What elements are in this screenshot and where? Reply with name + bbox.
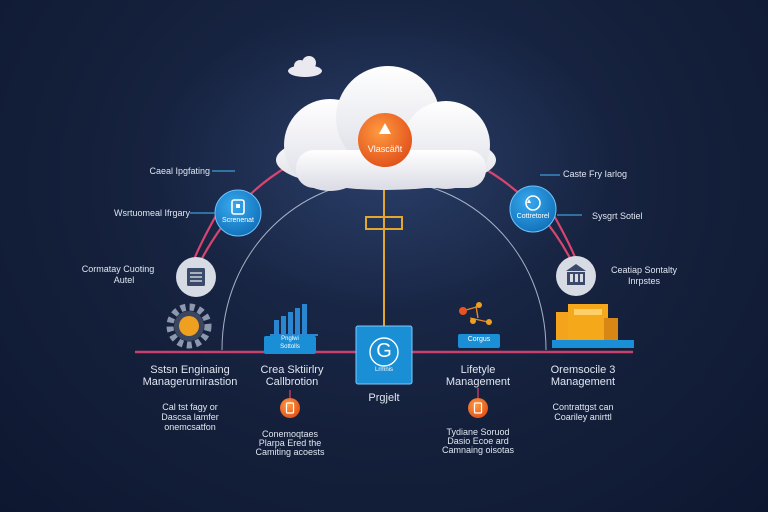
module-4-badge-label: Corgus	[467, 336, 491, 343]
bar-chart-icon[interactable]	[270, 304, 318, 336]
module-2-desc-3: Camiting acoests	[255, 447, 325, 457]
module-4-step-glyph	[473, 402, 483, 414]
small-cloud	[288, 56, 322, 77]
module-4-desc-2: Dasio Ecoe ard	[447, 436, 509, 446]
module-3-title: Prgjelt	[368, 392, 400, 404]
warning-triangle-icon	[379, 123, 391, 134]
right-blue-node[interactable]	[509, 185, 557, 233]
step-badge-icon	[468, 398, 488, 418]
cloud-core-badge	[358, 113, 412, 167]
connector-box	[365, 216, 403, 230]
g-logo-tile[interactable]	[355, 325, 413, 385]
right-low-label-2: Inrpstes	[627, 276, 661, 286]
module-2-badge-line-1: Pnglwi	[281, 336, 299, 342]
g-logo-icon	[369, 337, 399, 367]
left-node-badge: Screnenat	[222, 217, 254, 224]
right-top-label: Caste Fry Iarlog	[563, 169, 628, 179]
bank-icon	[566, 264, 586, 285]
gear-icon[interactable]	[166, 303, 212, 349]
module-1-title-1: Sstsn Enginaing	[150, 364, 230, 376]
module-5-desc-1: Contrattgst can	[552, 402, 614, 412]
module-4-desc-1: Tydiane Soruod	[446, 427, 510, 437]
module-5-title-1: Oremsocile 3	[550, 364, 616, 376]
module-5-title-2: Management	[550, 376, 616, 388]
network-icon[interactable]	[459, 302, 492, 325]
document-icon	[187, 268, 205, 286]
module-4-desc-3: Camnaing oisotas	[441, 445, 515, 455]
step-badge-icon	[280, 398, 300, 418]
module-2-title-1: Crea Sktiirlry	[260, 364, 324, 376]
g-logo-caption: Lrmnis	[374, 367, 394, 373]
module-1-desc-1: Cal tst fagy or	[162, 402, 218, 412]
cloud-core-label: Vlascäñt	[367, 144, 403, 154]
left-low-label-2: Autel	[113, 275, 135, 285]
module-5-desc-2: Coariley anirttl	[554, 412, 612, 422]
module-1-title-2: Managerurnirastion	[142, 376, 238, 388]
module-4-title-2: Management	[445, 376, 511, 388]
right-node-badge: Cottretorel	[516, 213, 550, 220]
cycle-icon	[525, 195, 541, 211]
module-2-title-2: Callbrotion	[265, 376, 319, 388]
left-mid-label: Wsrtuomeal Ifrgary	[113, 208, 190, 218]
right-low-label-1: Ceatiap Sontalty	[610, 265, 678, 275]
module-4-title-1: Lifetyle	[460, 364, 496, 376]
module-2-desc-2: Plarpa Ered the	[258, 438, 322, 448]
module-2-badge-line-2: Sottolls	[280, 344, 300, 350]
module-2-step-glyph	[285, 402, 295, 414]
left-top-label: Caeal Ipgfating	[149, 166, 210, 176]
device-icon	[231, 199, 245, 215]
main-cloud	[276, 66, 496, 191]
server-box-icon[interactable]	[552, 304, 634, 348]
right-mid-label: Sysgrt Sotiel	[592, 211, 643, 221]
g-logo-letter: G	[376, 340, 392, 362]
module-1-desc-2: Dascsa lamfer	[161, 412, 219, 422]
left-blue-node[interactable]	[214, 189, 262, 237]
module-2-badge	[264, 336, 316, 354]
module-2-desc-1: Conemoqtaes	[261, 429, 319, 439]
module-4-badge	[458, 334, 500, 348]
left-low-label-1: Cormatay Cuoting	[81, 264, 155, 274]
module-1-desc-3: onemcsatfon	[164, 422, 216, 432]
